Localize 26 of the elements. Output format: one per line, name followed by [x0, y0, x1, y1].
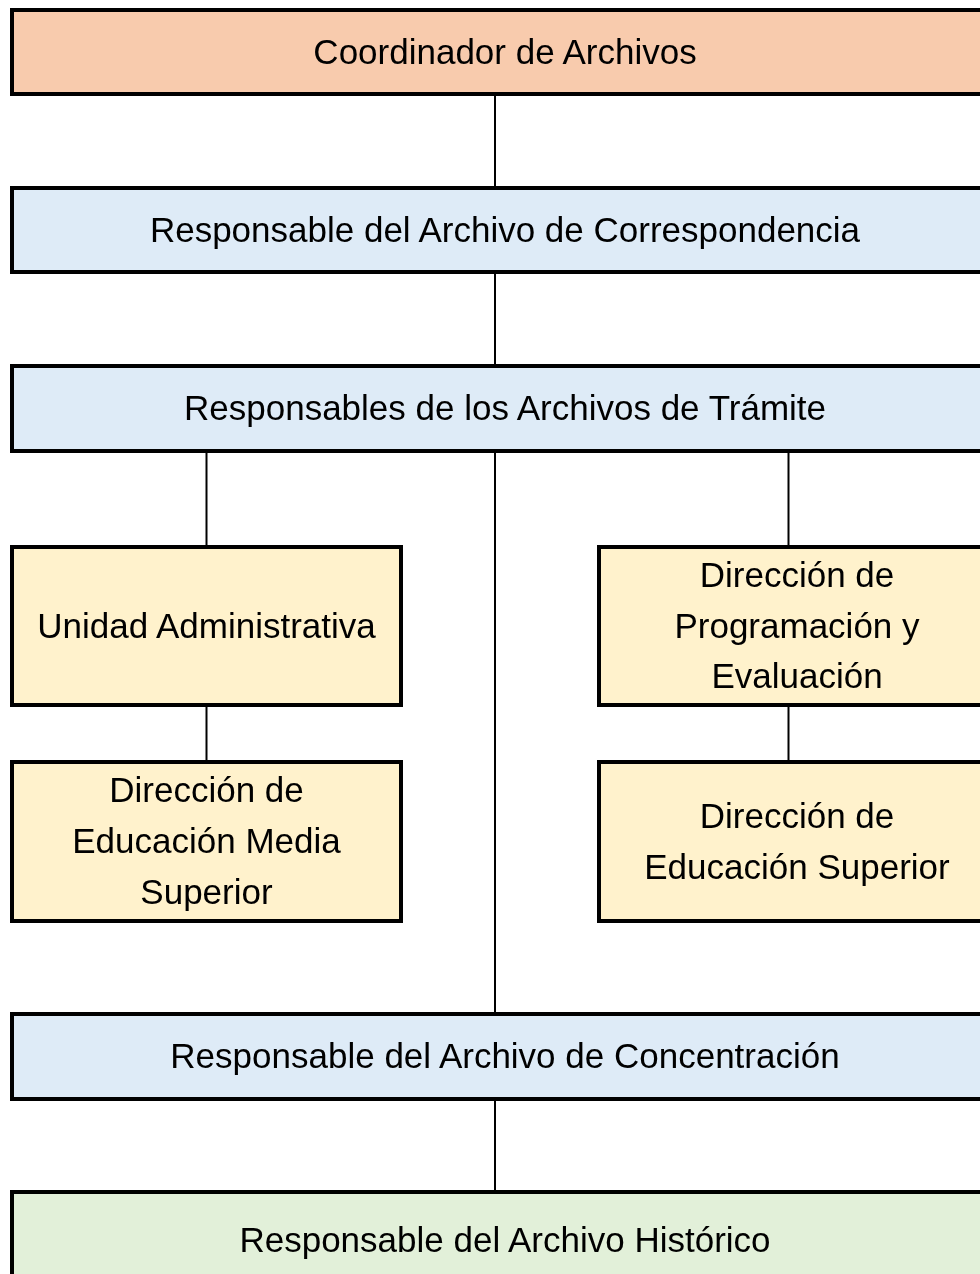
connector-line — [205, 452, 208, 546]
role-box — [10, 1190, 980, 1274]
role-box — [10, 1012, 980, 1101]
role-label: Dirección de Educación Media Superior — [71, 769, 342, 913]
connector-line — [787, 452, 790, 546]
connector-line — [494, 273, 496, 365]
role-label: Dirección de Educación Superior — [643, 794, 951, 888]
role-label: Dirección de Programación y Evaluación — [673, 553, 921, 698]
connector-line — [494, 452, 496, 1013]
role-label: Responsable del Archivo Histórico — [239, 1218, 771, 1261]
role-label: Coordinador de Archivos — [313, 30, 697, 73]
unit-box — [10, 545, 403, 707]
connector-line — [494, 95, 496, 187]
connector-line — [205, 706, 208, 761]
role-label: Responsable del Archivo de Correspondencia — [149, 208, 861, 251]
role-label: Responsable del Archivo de Concentración — [170, 1035, 840, 1078]
role-box — [10, 186, 980, 274]
role-box — [10, 364, 980, 453]
role-label: Unidad Administrativa — [37, 604, 376, 647]
unit-box — [597, 760, 980, 923]
role-label: Responsables de los Archivos de Trámite — [184, 387, 826, 430]
connector-line — [787, 706, 790, 761]
connector-line — [494, 1100, 496, 1191]
unit-box — [597, 545, 980, 707]
unit-box — [10, 760, 403, 923]
role-box — [10, 8, 980, 96]
